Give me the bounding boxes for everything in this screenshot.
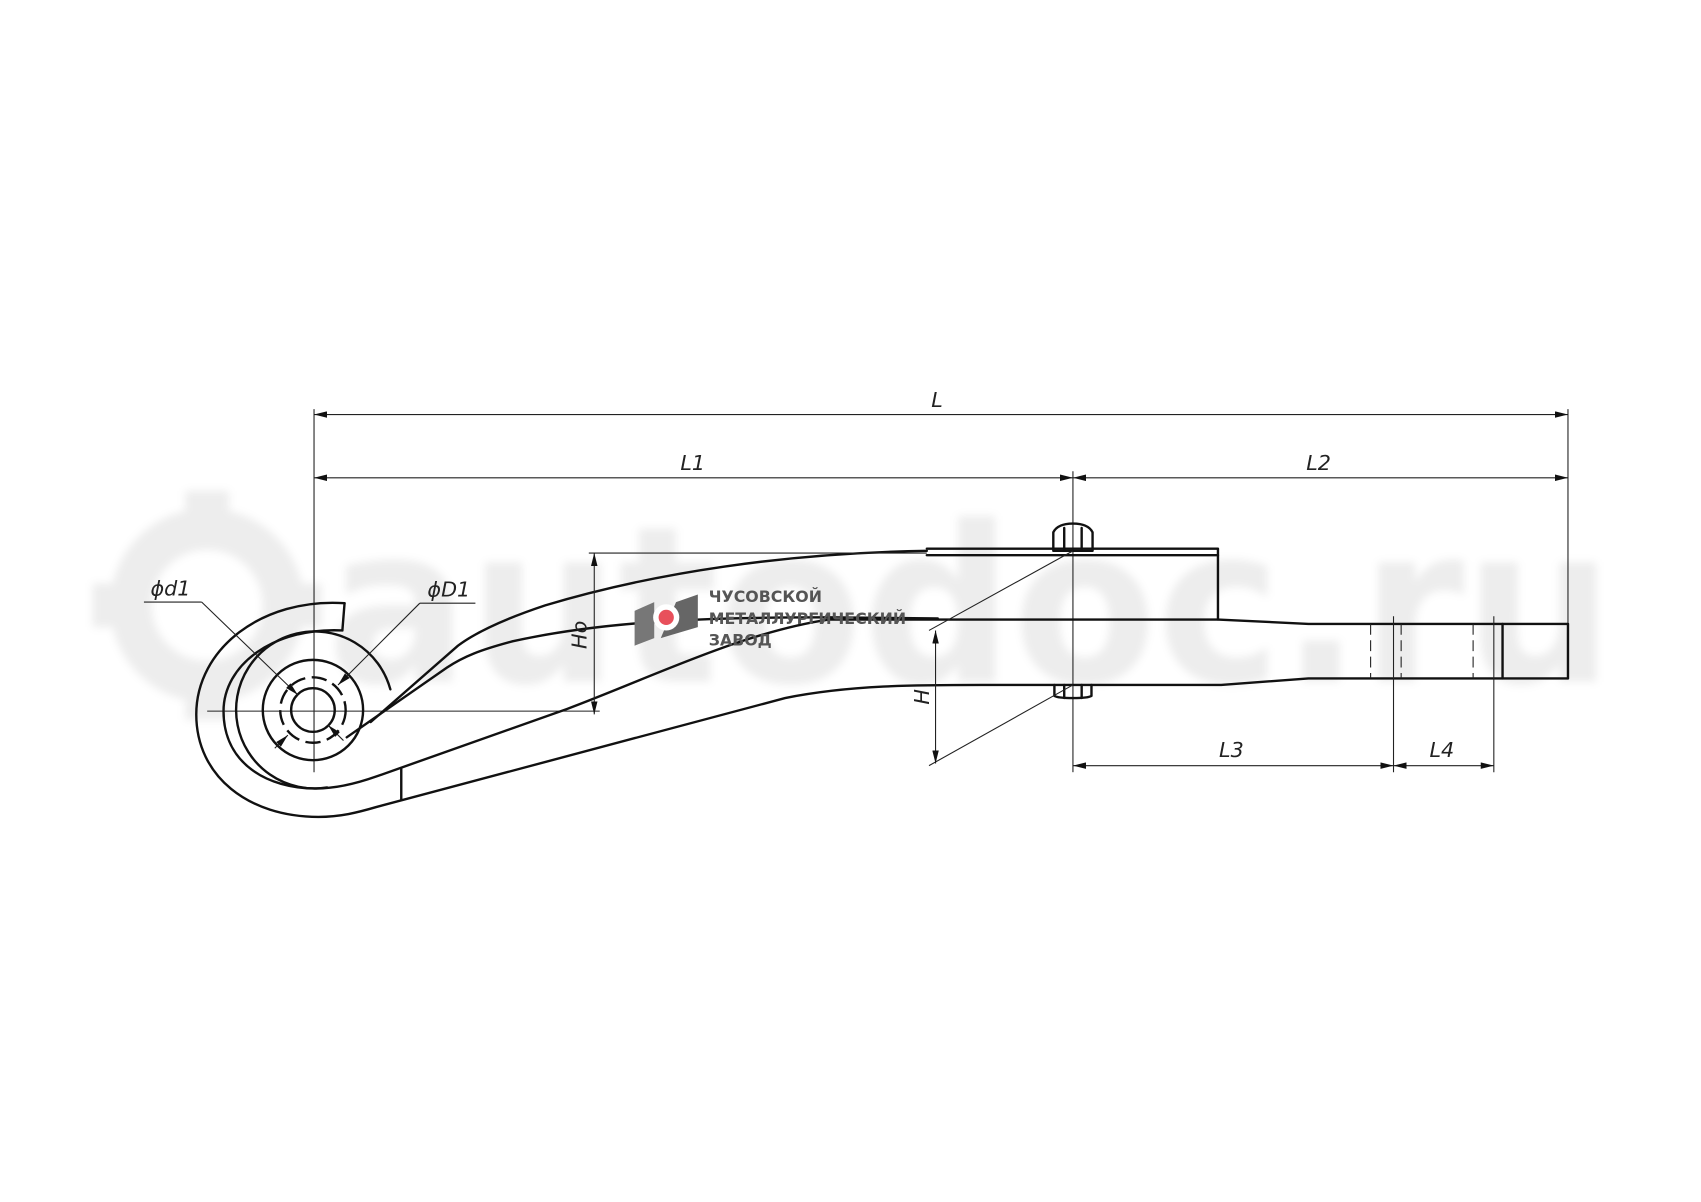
spring-leaves [195, 547, 1570, 819]
eye-bushing [261, 658, 365, 762]
dimension-H: H [910, 550, 1074, 767]
dim-label-H: H [910, 689, 934, 705]
dimension-L3: L3 [1072, 616, 1495, 773]
dimension-L4: L4 [1393, 738, 1494, 769]
dim-label-L4: L4 [1429, 738, 1454, 762]
dim-label-L1: L1 [680, 451, 705, 475]
dim-label-d1: ϕd1 [150, 577, 190, 601]
watermark: autodoc.ru [92, 481, 1614, 734]
center-bolt-bottom-nut-icon [1053, 683, 1093, 700]
dim-label-L: L [931, 388, 943, 412]
company-name-line2: МЕТАЛЛУРГИЧЕСКИЙ [709, 609, 906, 628]
dim-label-Ho: Ho [568, 621, 592, 649]
dimension-L1: L1 [314, 451, 1073, 482]
center-bolt-top-nut-icon [1052, 522, 1094, 553]
dimension-L2: L2 [1072, 451, 1568, 482]
dim-label-L3: L3 [1219, 738, 1244, 762]
company-name-line3: ЗАВОД [709, 631, 772, 650]
company-logo: ЧУСОВСКОЙ МЕТАЛЛУРГИЧЕСКИЙ ЗАВОД [634, 587, 906, 650]
hole-hidden-lines [1370, 623, 1474, 679]
dimension-d1: ϕd1 [143, 577, 344, 741]
company-name-line1: ЧУСОВСКОЙ [709, 587, 822, 606]
dimension-D1: ϕD1 [274, 578, 476, 749]
dimension-Ho: Ho [568, 552, 927, 715]
dimension-L: L [314, 388, 1568, 418]
dim-label-L2: L2 [1306, 451, 1331, 475]
dim-label-D1: ϕD1 [427, 578, 470, 602]
